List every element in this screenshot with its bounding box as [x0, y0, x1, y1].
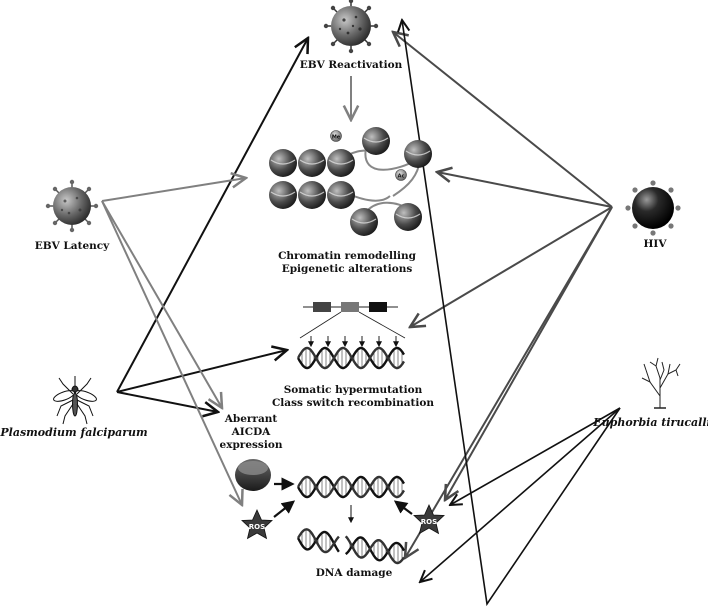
- dna-helix-somatic: [296, 346, 405, 370]
- arrow-ros-left-to-dna: [273, 500, 296, 518]
- ros-right-label: ROS: [421, 518, 437, 526]
- chromatin-label-line1: Chromatin remodelling: [278, 250, 417, 262]
- aicda-protein-icon: [235, 459, 271, 491]
- arrow-plasmodium-to-somatic: [116, 350, 287, 393]
- arrow-plasmodium-to-aicda: [116, 391, 218, 412]
- arrow-hiv-to-ebv-reactivation: [393, 32, 613, 208]
- chromatin-illustration: Me Ac: [269, 127, 432, 236]
- dna-helix-aicda: [296, 475, 405, 499]
- somatic-label-line1: Somatic hypermutation: [284, 384, 423, 396]
- chromatin-label-line2: Epigenetic alterations: [282, 263, 413, 275]
- dna-helix-damaged: [296, 528, 406, 565]
- acetyl-label: Ac: [398, 174, 405, 180]
- arrow-ebv-latency-to-ros: [101, 200, 242, 505]
- arrow-hiv-to-chromatin: [437, 172, 613, 208]
- dna-strand: [296, 530, 340, 553]
- dna-damage-label: DNA damage: [316, 567, 393, 579]
- methyl-group-dot: [330, 130, 342, 142]
- arrows: [101, 20, 621, 607]
- plasmodium-label: Plasmodium falciparum: [0, 426, 148, 439]
- ros-star-left-icon: [241, 509, 273, 540]
- arrow-ebv-latency-to-aicda: [101, 200, 222, 408]
- arrow-hiv-to-dna-damage: [405, 206, 613, 558]
- somatic-label-line2: Class switch recombination: [272, 397, 434, 409]
- dna-strand: [344, 535, 405, 565]
- arrow-ros-right-to-dna: [393, 500, 413, 515]
- ebv-latency-virus-icon: [45, 179, 99, 233]
- arrow-euphorbia-to-dna: [450, 407, 621, 505]
- aicda-label-line1: Aberrant: [224, 413, 278, 425]
- dna-strand: [296, 475, 405, 499]
- ros-left-label: ROS: [249, 523, 265, 531]
- acetyl-group-dot: [395, 169, 407, 181]
- arrow-hiv-to-somatic: [410, 206, 613, 327]
- ros-star-right-icon: [413, 504, 445, 535]
- ebv-reactivation-label: EBV Reactivation: [300, 59, 403, 71]
- mosquito-icon: [53, 376, 97, 425]
- ebv-reactivation-virus-icon: [323, 0, 379, 54]
- dna-strand: [344, 536, 406, 562]
- hiv-label: HIV: [644, 238, 668, 250]
- dna-strand: [297, 528, 340, 554]
- aicda-label-line3: expression: [220, 439, 283, 451]
- aicda-label-line2: AICDA: [231, 426, 272, 438]
- arrow-ebv-latency-to-chromatin: [101, 178, 246, 202]
- arrow-euphorbia-to-ebv-reactivation: [402, 20, 621, 607]
- plant-icon: [641, 357, 681, 409]
- gene-segment-illustration: [299, 302, 406, 348]
- arrow-plasmodium-to-ebv-reactivation: [116, 38, 308, 393]
- dna-strand: [296, 346, 405, 370]
- euphorbia-label: Euphorbia tirucalli: [592, 416, 708, 429]
- hiv-virus-icon: [625, 180, 681, 236]
- methyl-label: Me: [332, 135, 341, 141]
- ebv-latency-label: EBV Latency: [35, 240, 110, 252]
- arrow-euphorbia-to-dna-damage: [420, 407, 621, 582]
